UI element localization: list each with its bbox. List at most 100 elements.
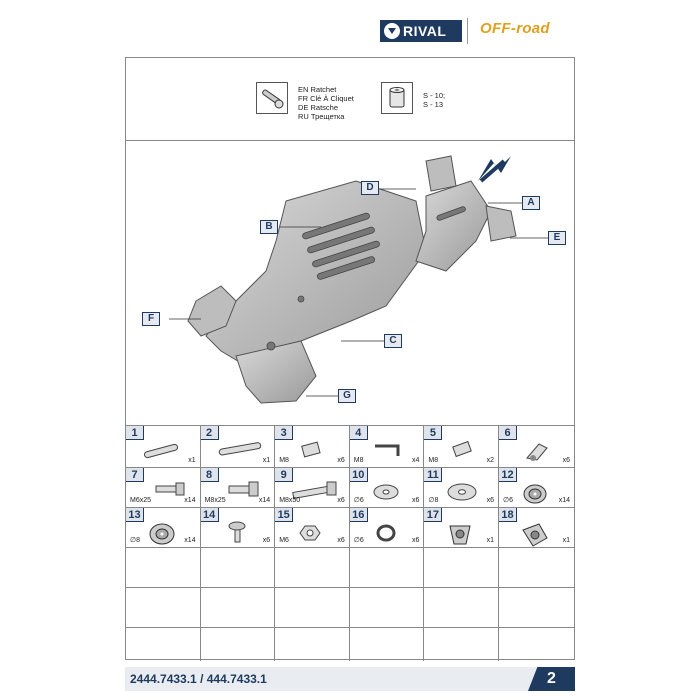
part-cell: 8 M8x25 x14 [200,468,276,508]
cover-plate-mirror-icon [522,523,548,547]
push-rivet-icon [228,521,246,543]
part-number: 7 [126,468,144,482]
parts-list: 1 x1 2 x1 3 M8 x6 4 M8 x4 5 M8 x2 [126,426,574,661]
callout-g: G [338,389,356,403]
part-number: 6 [499,426,517,440]
part-cell: 5 M8 x2 [424,426,499,468]
part-spec: M8 [353,457,364,464]
part-qty: x1 [188,457,196,464]
part-number: 8 [200,468,219,482]
part-qty: x14 [184,497,196,504]
long-strip-icon [218,442,261,456]
ratchet-label-fr: FR Clé À Cliquet [298,94,354,103]
part-qty: x1 [486,537,494,544]
part-number: 15 [275,508,294,522]
part-cell: 10 ∅6 x6 [349,468,425,508]
part-qty: x6 [411,537,420,544]
empty-cell [126,588,201,628]
rival-logo-text: RIVAL [403,23,447,39]
part-cell: 15 M6 x6 [275,508,350,548]
ratchet-label-de: DE Ratsche [298,103,339,112]
ratchet-icon [256,82,288,114]
empty-cell [424,548,499,588]
part-qty: x6 [411,497,420,504]
washer-6-icon [373,484,399,500]
part-qty: x14 [558,497,570,504]
empty-cell [275,628,350,661]
offroad-logo: OFF-road [480,20,550,37]
tools-section: EN Ratchet FR Clé À Cliquet DE Ratsche R… [126,58,574,141]
part-number: 16 [349,508,368,522]
part-number: 4 [349,426,368,440]
empty-cell [200,548,276,588]
part-number: 11 [424,468,443,482]
socket-label: S - 10; S - 13 [423,91,445,109]
washer-8-icon [447,483,477,501]
bracket-strip-icon [143,443,179,459]
socket-size-10: S - 10; [423,91,446,100]
empty-cell [201,628,276,661]
part-number: 3 [275,426,294,440]
empty-cell [349,588,425,628]
part-qty: x14 [184,537,196,544]
rival-logo: RIVAL [380,20,462,42]
ratchet-label-ru: RU Трещетка [298,112,345,121]
clip-nut-icon [526,443,548,461]
part-number: 1 [126,426,144,440]
part-spec: M8 [279,457,289,464]
part-number: 9 [275,468,294,482]
hex-nut-m6-icon [299,525,321,541]
rubber-washer-6-icon [523,484,547,504]
part-cell: 11 ∅8 x6 [424,468,499,508]
part-spec: M8 [428,457,439,464]
spring-washer-icon [376,524,396,542]
cover-plate-icon [449,525,472,545]
part-number: 17 [424,508,443,522]
part-number: 18 [499,508,517,522]
instruction-sheet: EN Ratchet FR Clé À Cliquet DE Ratsche R… [125,57,575,661]
part-cell: 9 M8x50 x6 [275,468,350,508]
part-number: 2 [200,426,219,440]
callout-f: F [142,312,160,326]
empty-cell [275,588,350,628]
logo-divider [467,18,468,44]
empty-cell [126,548,201,588]
callout-e: E [548,231,566,245]
part-spec: ∅6 [503,497,513,504]
part-cell: 14 x6 [200,508,276,548]
part-spec: M8x50 [279,497,301,504]
skid-plate-illustration [169,155,548,404]
part-qty: x2 [486,457,494,464]
empty-cell [200,588,276,628]
part-qty: x4 [411,457,420,464]
part-number: 12 [499,468,517,482]
bolt-m8x50-icon [292,481,337,500]
part-number: 13 [126,508,144,522]
empty-cell [499,628,574,661]
part-cell: 6 x6 [499,426,574,468]
empty-cell [424,628,499,661]
rival-logo-icon [384,23,400,39]
part-cell: 1 x1 [126,426,201,468]
empty-cell [424,588,499,628]
empty-cell [349,548,425,588]
part-number: 14 [200,508,219,522]
empty-cell [350,628,425,661]
skid-plate-diagram: B D A E F C G [126,141,574,426]
empty-cell [126,628,201,661]
part-spec: ∅8 [130,537,140,544]
ratchet-label: EN Ratchet FR Clé À Cliquet DE Ratsche R… [298,85,354,121]
empty-cell [499,588,574,628]
part-cell: 7 M6x25 x14 [126,468,201,508]
part-spec: M6 [279,537,289,544]
callout-c: C [384,334,402,348]
part-cell: 4 M8 x4 [349,426,425,468]
bolt-m6x25-icon [155,482,185,496]
part-qty: x6 [562,457,570,464]
footer-bar [125,667,575,691]
bolt-m8x25-icon [228,481,259,497]
part-qty: x6 [486,497,494,504]
part-number: 10 [349,468,368,482]
part-cell: 3 M8 x6 [275,426,350,468]
part-qty: x6 [337,497,345,504]
